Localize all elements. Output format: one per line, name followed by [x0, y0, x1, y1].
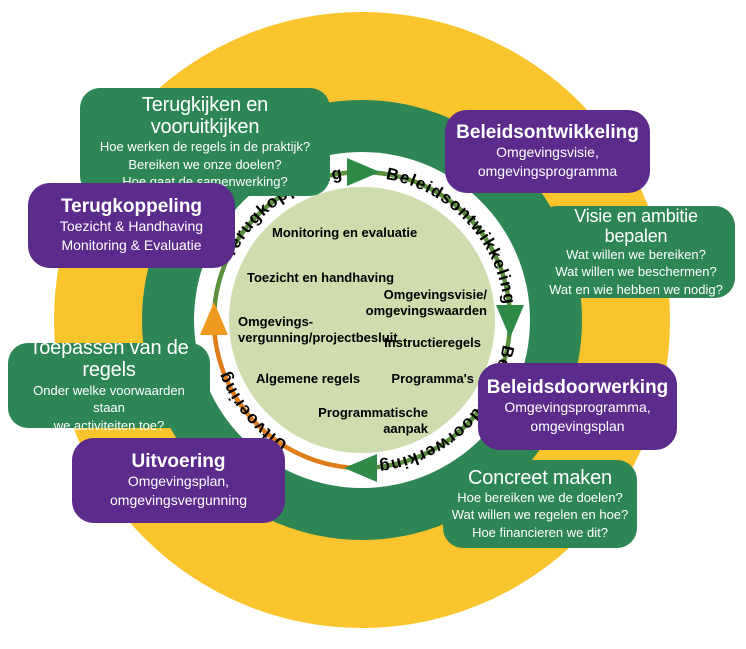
box-body-line: omgevingsprogramma [477, 163, 618, 180]
inner-label-programmatische-aanpak: Programmatische aanpak [318, 405, 428, 436]
inner-label-line: Omgevingsvisie/ [383, 287, 487, 302]
box-title: Terugkijken en [141, 93, 269, 116]
green-box-terugkijken: Terugkijken en vooruitkijken Hoe werken … [80, 88, 330, 196]
box-body-line: Omgevingsvisie, [496, 144, 599, 161]
box-title: Visie en ambitie bepalen [574, 205, 698, 246]
box-body-line: Bereiken we onze doelen? [128, 156, 282, 172]
inner-label-monitoring: Monitoring en evaluatie [272, 225, 418, 240]
box-title: Toepassen van de [29, 337, 189, 359]
green-box-concreet: Concreet maken Hoe bereiken we de doelen… [443, 460, 637, 548]
inner-label-line: aanpak [383, 420, 428, 436]
box-title: Beleidsontwikkeling [456, 121, 639, 143]
box-body-line: Toezicht & Handhaving [59, 218, 204, 235]
inner-label-omgevingsvisie: Omgevingsvisie/ omgevingswaarden [366, 287, 487, 318]
inner-label-programmas: Programma's [391, 371, 474, 386]
purple-box-terugkoppeling: Terugkoppeling Toezicht & Handhaving Mon… [28, 183, 235, 268]
box-body-line: Hoe bereiken we de doelen? [457, 490, 623, 506]
cycle-arc-orange [211, 319, 363, 471]
box-title: Terugkoppeling [60, 195, 203, 217]
box-title: Concreet maken [468, 466, 612, 489]
box-title: Beleidsdoorwerking [486, 376, 669, 398]
inner-label-toezicht: Toezicht en handhaving [247, 270, 395, 285]
box-body-line: Monitoring & Evaluatie [61, 237, 202, 254]
box-title: vooruitkijken [150, 115, 260, 138]
arrow-south-icon [344, 454, 377, 482]
box-body-line: Hoe financieren we dit? [472, 524, 608, 540]
inner-label-line: Omgevings- [238, 314, 314, 329]
box-body-line: Omgevingsprogramma, [504, 399, 651, 416]
inner-label-omgevingsvergunning: Omgevings- vergunning/projectbesluit [238, 314, 398, 345]
box-title: regels [82, 359, 136, 382]
box-body-line: Hoe werken de regels in de praktijk? [99, 139, 311, 155]
box-body-line: omgevingsplan [530, 418, 625, 435]
cycle-arc-green [211, 169, 513, 471]
inner-label-line: vergunning/projectbesluit [238, 329, 398, 345]
box-title: Uitvoering [131, 450, 226, 472]
box-body-line: we activiteiten toe? [53, 417, 165, 433]
box-body-line: Wat willen we bereiken? [566, 247, 706, 263]
box-body-line: Wat willen we regelen en hoe? [451, 507, 629, 523]
inner-label-line: Programmatische [318, 405, 428, 420]
arrow-east-icon [496, 305, 524, 338]
inner-label-instructieregels: Instructieregels [384, 335, 481, 350]
inner-label-line: omgevingswaarden [365, 302, 487, 318]
green-box-toepassen: Toepassen van de regels Onder welke voor… [8, 337, 210, 433]
box-body-line: Onder welke voorwaarden staan [33, 382, 185, 416]
box-body-line: omgevingsvergunning [110, 492, 247, 509]
inner-label-algemene-regels: Algemene regels [256, 371, 361, 386]
box-body-line: Wat willen we beschermen? [555, 264, 717, 280]
box-body-line: Wat en wie hebben we nodig? [549, 281, 723, 297]
box-body-line: Omgevingsplan, [127, 473, 230, 490]
purple-box-beleidsdoorwerking: Beleidsdoorwerking Omgevingsprogramma, o… [478, 363, 677, 450]
inner-light-green-disc [229, 187, 495, 453]
purple-box-uitvoering: Uitvoering Omgevingsplan, omgevingsvergu… [72, 438, 285, 523]
arrow-west-icon [200, 302, 228, 335]
purple-box-beleidsontwikkeling: Beleidsontwikkeling Omgevingsvisie, omge… [445, 110, 650, 193]
arrow-north-icon [347, 158, 380, 186]
green-box-visie: Visie en ambitie bepalen Wat willen we b… [537, 206, 735, 298]
